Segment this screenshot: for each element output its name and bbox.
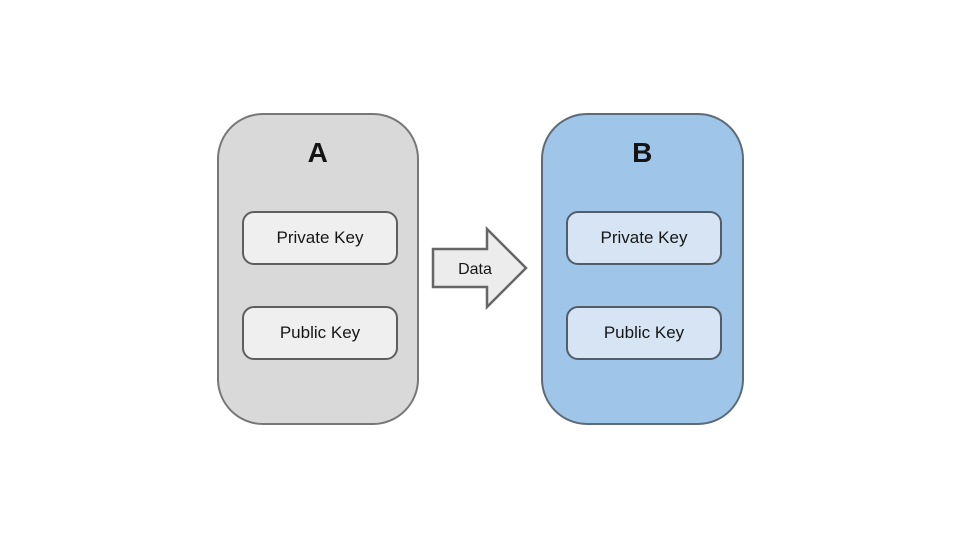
right-arrow-icon [431, 225, 528, 311]
data-arrow-label: Data [458, 261, 492, 278]
entity-a-private-key-label: Private Key [276, 228, 364, 247]
entity-a-container: A Private Key Public Key [217, 113, 419, 425]
entity-b-public-key-box: Public Key [566, 306, 722, 360]
entity-b-private-key-label: Private Key [600, 228, 688, 247]
entity-b-label: B [632, 137, 653, 168]
entity-b-container: B Private Key Public Key [541, 113, 744, 425]
entity-a-public-key-box: Public Key [242, 306, 398, 360]
entity-a-private-key-box: Private Key [242, 211, 398, 265]
entity-a-public-key-label: Public Key [279, 323, 361, 342]
data-flow-arrow [431, 225, 529, 311]
entity-b-public-key-label: Public Key [603, 323, 685, 342]
entity-b-private-key-box: Private Key [566, 211, 722, 265]
entity-a-label: A [307, 137, 329, 168]
